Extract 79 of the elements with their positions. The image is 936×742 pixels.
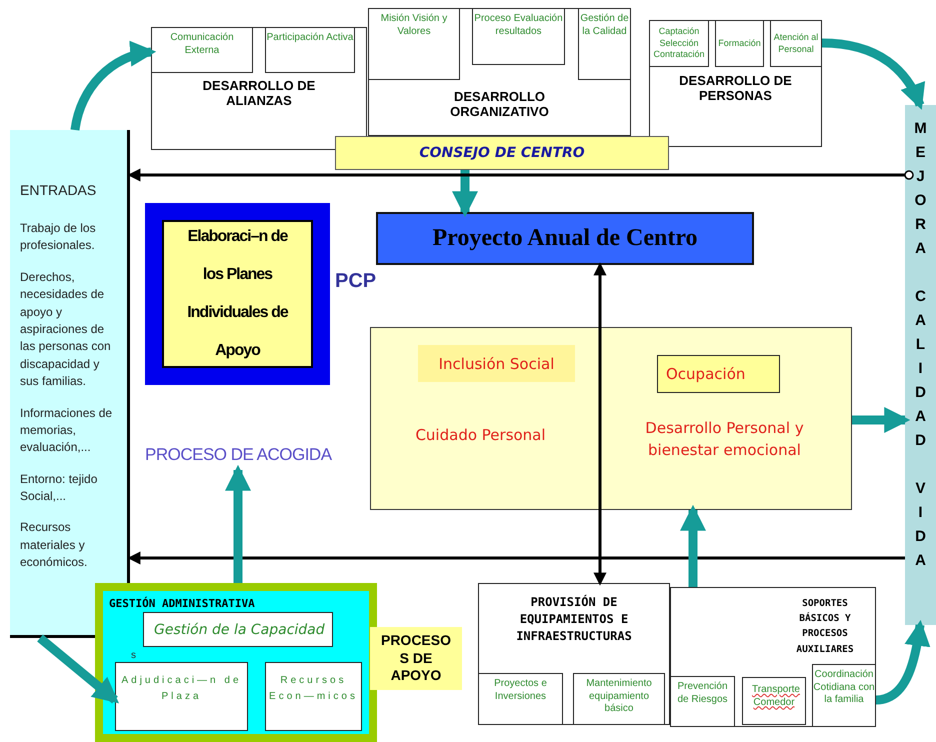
box-text: Formación	[718, 38, 761, 50]
box-text: Participación Activa	[266, 32, 354, 44]
box-text: Proceso Evaluación resultados	[473, 13, 564, 38]
section-label: PCP	[335, 270, 378, 294]
box-text: Prevención de Riesgos	[676, 681, 729, 706]
highlight-box	[418, 345, 575, 382]
box-text: CONSEJO DE CENTRO	[419, 145, 585, 161]
flow-arrow	[822, 38, 924, 110]
connector-arrow	[127, 552, 905, 564]
plan-box	[145, 203, 330, 385]
outcome-column	[905, 105, 936, 625]
flow-arrow	[452, 170, 478, 218]
department-box	[649, 20, 822, 147]
box-text: Coordinación Cotidiana con la familia	[813, 669, 875, 706]
provision-box	[478, 583, 670, 725]
subprocess-box	[115, 662, 248, 731]
box-text: Captación Selección Contratación	[652, 26, 706, 62]
input-item: Trabajo de los profesionales.	[20, 220, 97, 254]
capacity-box	[143, 612, 333, 647]
subprocess-box	[265, 662, 362, 731]
box-text: PROCESO S DE APOYO	[380, 632, 452, 685]
panel-heading: ENTRADAS	[20, 182, 98, 198]
box-text: Gestión de la Calidad	[579, 13, 630, 38]
box-text: Comunicación Externa	[169, 32, 235, 57]
input-item: Derechos, necesidades de apoyo y aspiraciones de las personas con discapacidad y sus familias.	[20, 268, 112, 390]
box-text: Proyecto Anual de Centro	[432, 225, 698, 252]
project-banner	[376, 212, 754, 265]
subprocess-box	[578, 8, 631, 80]
input-item: Informaciones de memorias, evaluación,...	[20, 404, 114, 456]
dimension-label: Cuidado Personal	[414, 425, 547, 446]
box-text: GESTIÓN ADMINISTRATIVA	[109, 597, 256, 610]
subprocess-box	[573, 673, 665, 725]
box-text: DESARROLLO DE ALIANZAS	[202, 78, 316, 108]
subprocess-box	[472, 8, 565, 65]
box-text: Misión Visión y Valores	[380, 13, 448, 38]
box-text: Recursos Econ—micos	[268, 674, 359, 704]
admin-panel	[95, 583, 377, 742]
box-text: Adjudicaci—n de Plaza	[120, 674, 243, 704]
support-banner	[370, 627, 462, 690]
dimensions-panel	[370, 327, 852, 510]
box-text: DESARROLLO ORGANIZATIVO	[449, 89, 550, 119]
subprocess-box	[812, 664, 876, 727]
subprocess-box	[368, 8, 460, 80]
box-text: Elaboraci–n de los Planes Individuales de Apoyo	[186, 227, 290, 361]
subprocess-box	[715, 20, 764, 67]
box-text: Atención al Personal	[772, 32, 820, 56]
dimension-label: Desarrollo Personal y bienestar emocional	[644, 418, 805, 461]
box-text: Inclusión Social	[438, 354, 554, 372]
flow-arrow	[70, 42, 156, 131]
flow-arrow	[852, 407, 910, 433]
box-text: DESARROLLO DE PERSONAS	[678, 73, 793, 103]
council-banner	[335, 136, 669, 170]
department-box	[368, 8, 631, 136]
dimension-box	[657, 355, 780, 393]
input-item: Recursos materiales y económicos.	[20, 519, 88, 572]
support-box	[670, 587, 876, 727]
subprocess-box	[649, 20, 709, 67]
box-text: PROCESO DE ACOGIDA	[145, 445, 332, 465]
box-text: Gestión de la Capacidad	[154, 622, 325, 638]
subprocess-box	[742, 677, 806, 725]
flow-arrow	[37, 634, 119, 704]
connector-arrow	[594, 262, 606, 586]
box-text: SOPORTES BÁSICOS Y PROCESOS AUXILIARES	[795, 597, 855, 657]
stray-letter: s	[131, 650, 137, 663]
subprocess-box	[670, 676, 735, 727]
box-text: Ocupación	[666, 365, 746, 383]
box-text: Proyectos e Inversiones	[493, 678, 548, 703]
box-text: Mantenimiento equipamiento básico	[585, 678, 653, 716]
subprocess-box	[151, 27, 253, 73]
subprocess-box	[770, 20, 822, 67]
department-box	[151, 27, 367, 150]
subprocess-box	[265, 27, 355, 73]
flow-arrow	[225, 464, 251, 583]
box-text: PROVISIÓN DE EQUIPAMIENTOS E INFRAESTRUCTURAS	[515, 594, 633, 644]
connector-arrow	[127, 168, 914, 182]
input-item: Entorno: tejido Social,...	[20, 470, 98, 506]
vertical-title: MEJORA CALIDAD VIDA	[913, 119, 928, 571]
flow-arrow	[680, 504, 706, 587]
subprocess-box	[478, 673, 563, 725]
